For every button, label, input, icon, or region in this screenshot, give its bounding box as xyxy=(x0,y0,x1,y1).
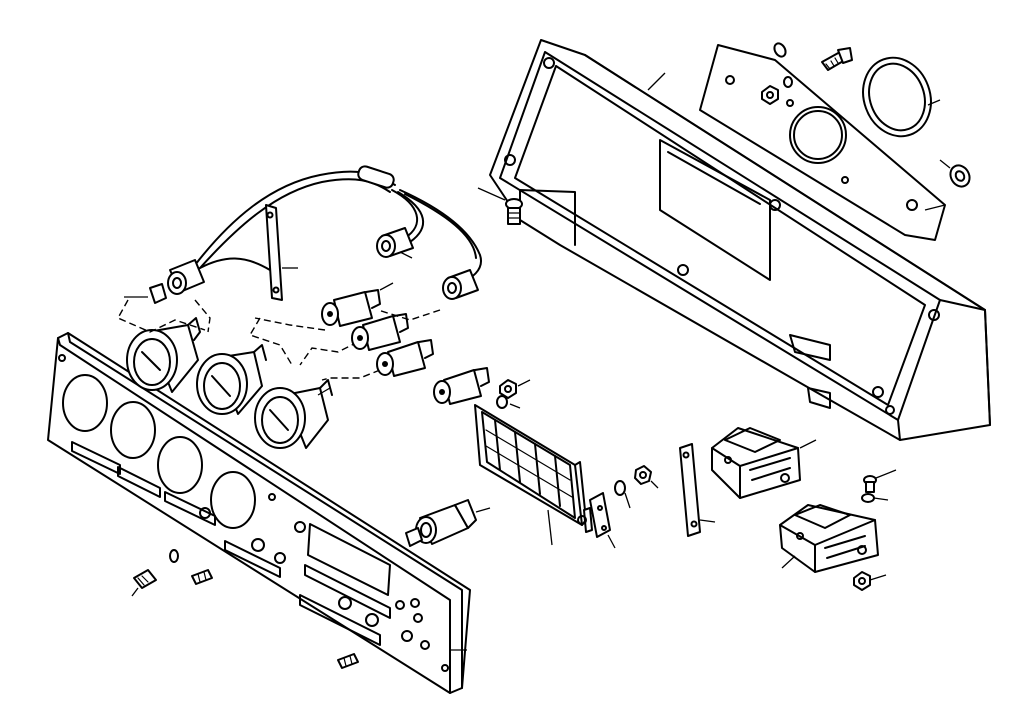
nut-plate xyxy=(761,42,793,105)
lamp-holder-left xyxy=(124,259,205,304)
gauge-ring-seal xyxy=(862,56,941,138)
wiring-harness xyxy=(194,165,482,283)
ignition-switch xyxy=(405,499,491,547)
nut-middle xyxy=(496,379,531,409)
gauge-right xyxy=(254,379,333,449)
instrument-panel-housing xyxy=(489,39,991,441)
gauge-left xyxy=(126,317,201,393)
relay-switch-lower xyxy=(779,504,879,573)
mounting-strip xyxy=(679,443,716,537)
relay-switch-upper xyxy=(711,427,817,499)
washer-nut-toggle xyxy=(614,465,659,509)
harness-connector-top xyxy=(376,227,414,259)
screw-top xyxy=(821,47,853,71)
warning-lamp-2 xyxy=(351,313,409,351)
warning-lamp-3 xyxy=(376,339,434,377)
toggle-switch-small xyxy=(577,492,616,549)
harness-connector-right xyxy=(442,269,479,300)
front-fascia-panel xyxy=(47,332,471,694)
connector-guides xyxy=(117,299,441,381)
fasteners-left xyxy=(131,549,359,669)
fasteners-right xyxy=(853,469,897,591)
harness-bracket xyxy=(265,204,298,301)
washer xyxy=(939,159,971,188)
gauge-middle xyxy=(196,344,267,415)
bolt-housing xyxy=(477,187,523,225)
warning-lamp-1 xyxy=(321,282,394,327)
rocker-switch-bank xyxy=(474,404,587,546)
warning-lamp-4 xyxy=(433,367,490,405)
